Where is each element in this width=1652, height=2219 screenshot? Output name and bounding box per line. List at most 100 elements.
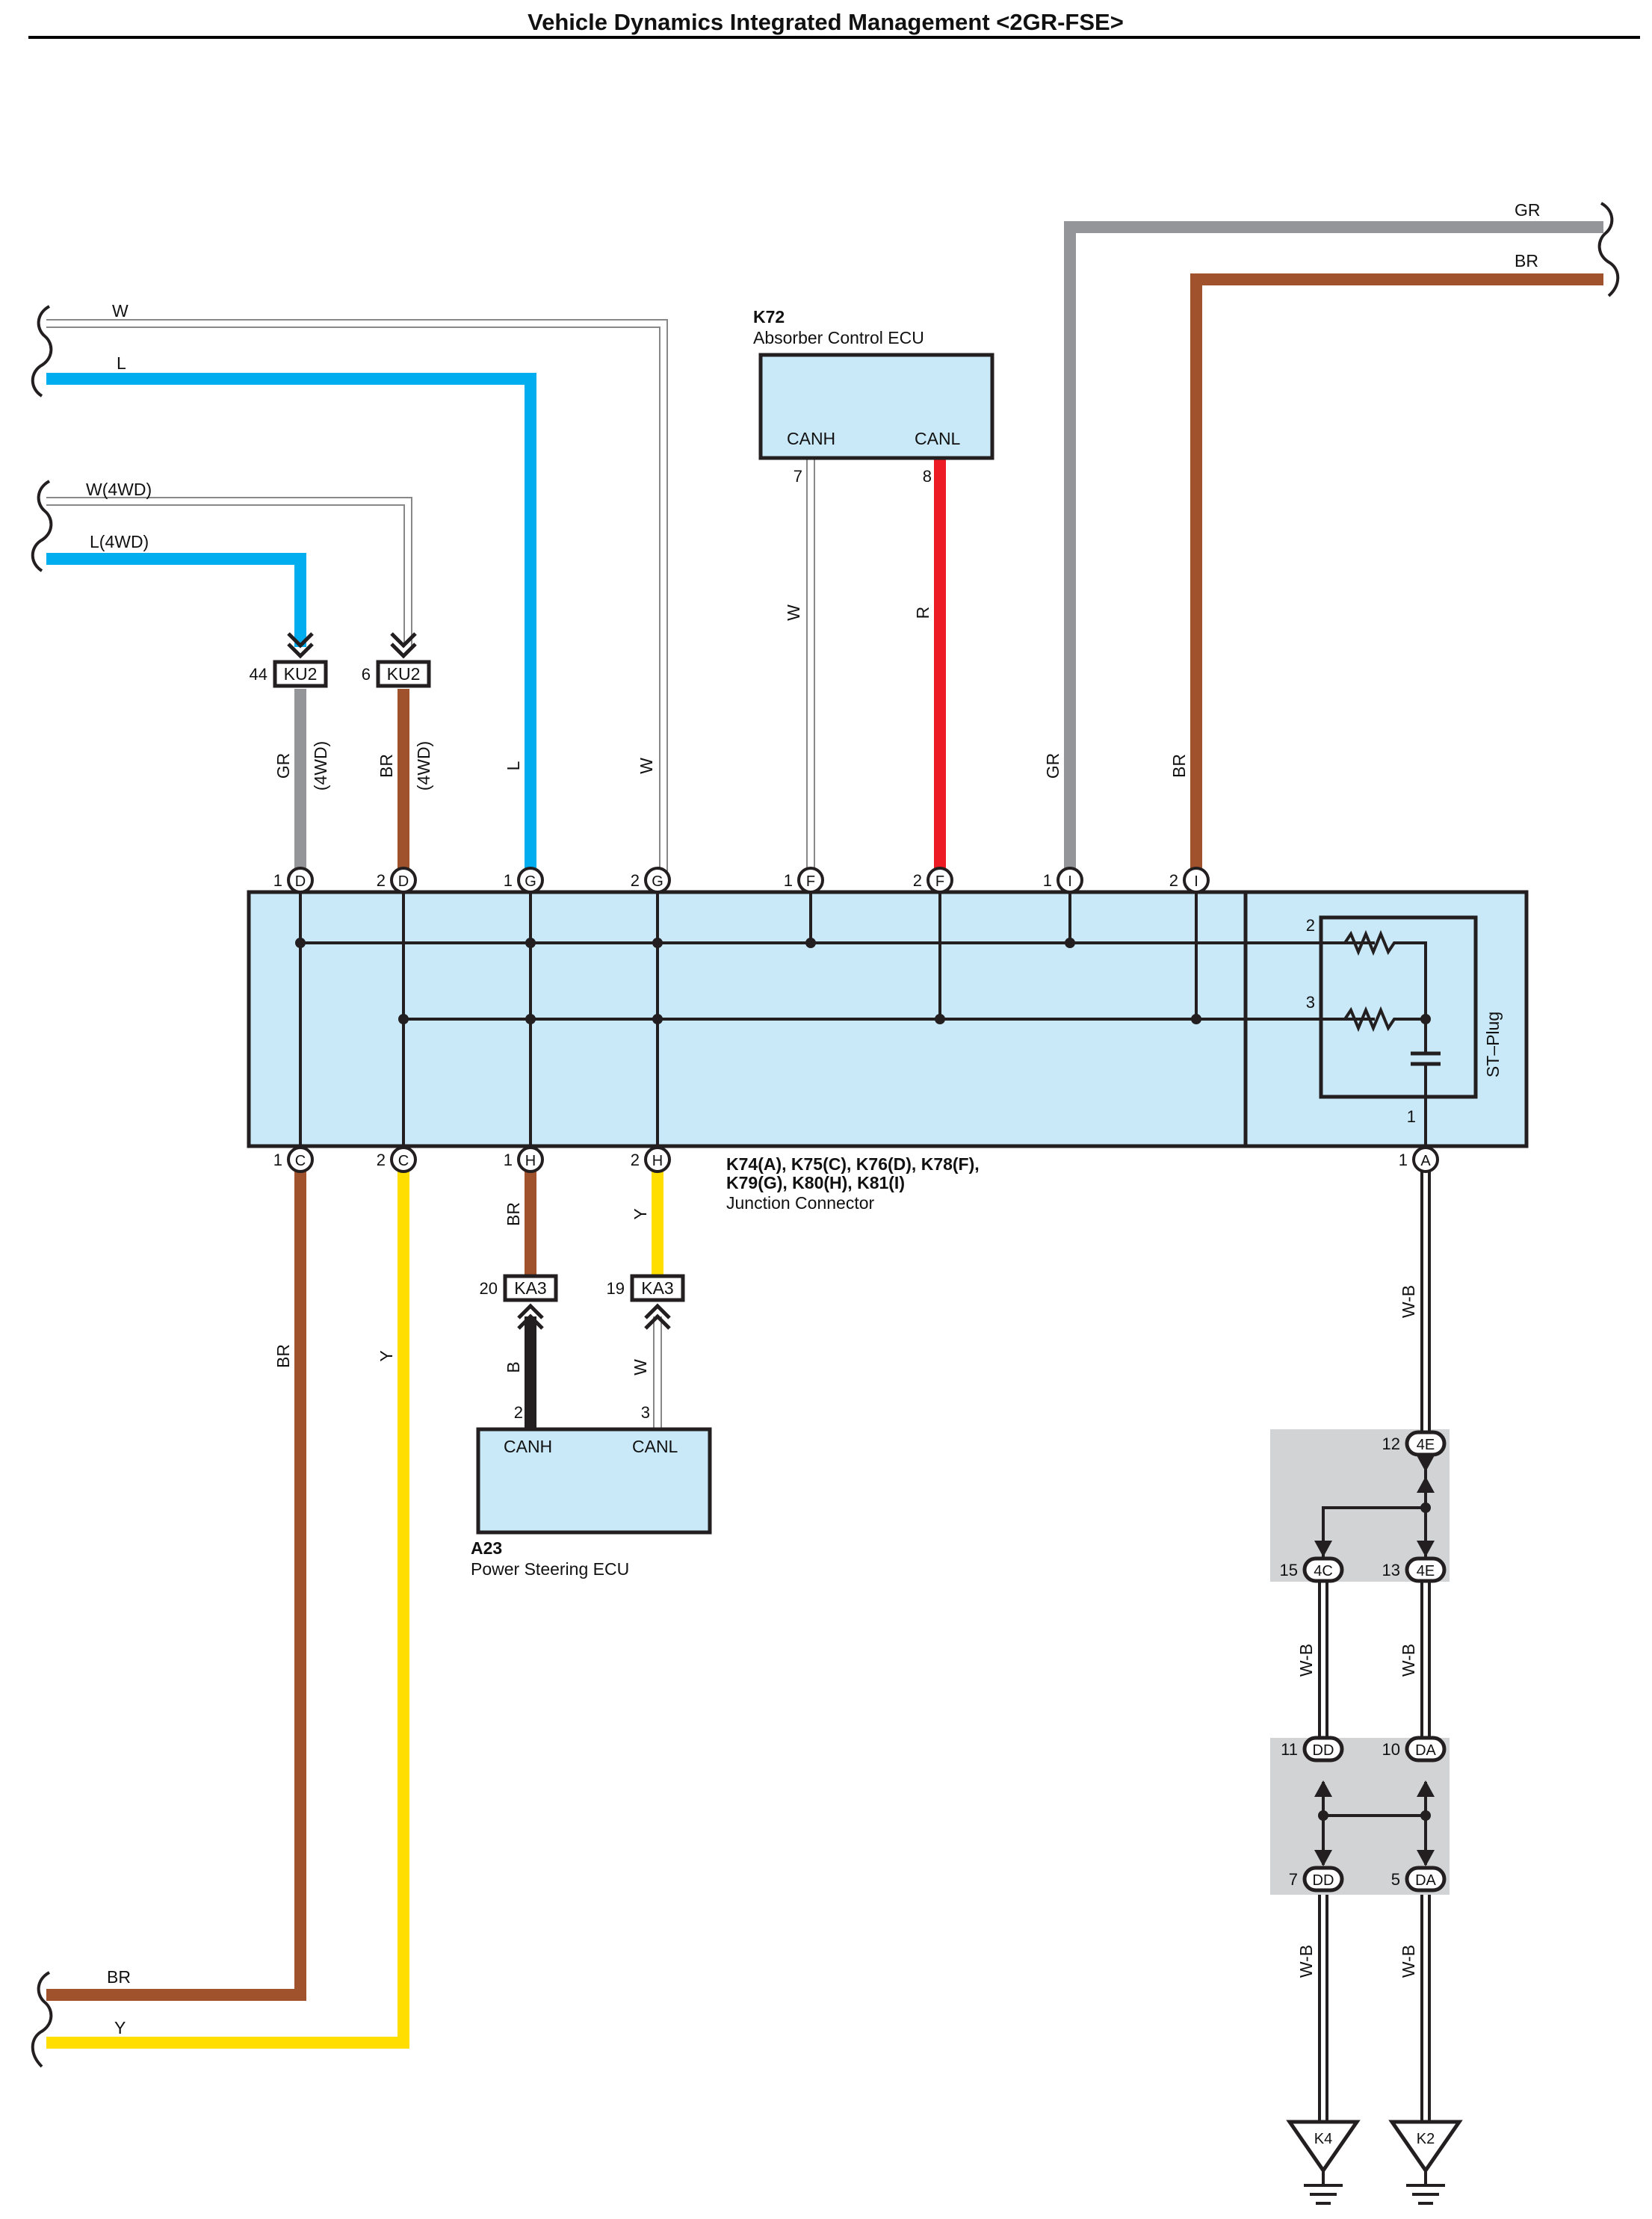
svg-text:I: I	[1068, 873, 1072, 890]
svg-text:12: 12	[1382, 1435, 1400, 1453]
svg-text:W-B: W-B	[1296, 1644, 1316, 1677]
svg-text:Y: Y	[114, 2018, 126, 2037]
connector-dd-bottom[interactable]	[1302, 1866, 1344, 1893]
k72-canl: CANL	[915, 429, 961, 448]
connector-4e-top[interactable]	[1405, 1430, 1447, 1457]
svg-text:20: 20	[480, 1279, 498, 1298]
connector-da-bottom[interactable]	[1405, 1866, 1447, 1893]
ka3-connector-19[interactable]: KA3 19	[607, 1274, 685, 1302]
svg-text:Junction Connector: Junction Connector	[726, 1193, 875, 1213]
wire-br-top-right[interactable]	[1190, 273, 1603, 880]
junction-bottom-pins: C1 C2 H1 H2 A1	[273, 1146, 1439, 1173]
svg-text:BR: BR	[107, 1967, 131, 1987]
wire-l-4wd[interactable]	[46, 553, 306, 647]
svg-text:BR: BR	[504, 1202, 523, 1226]
junction-connector[interactable]: 2 3 1 ST–Plug	[247, 890, 1529, 1157]
pin-g2[interactable]: G2	[631, 867, 671, 894]
pin-g1[interactable]: G1	[504, 867, 544, 894]
pin-d2[interactable]: D2	[377, 867, 417, 894]
svg-text:KA3: KA3	[641, 1278, 673, 1298]
pin-i2[interactable]: I2	[1169, 867, 1210, 894]
svg-text:2: 2	[1169, 871, 1178, 890]
svg-text:2: 2	[1306, 916, 1315, 935]
svg-text:K74(A), K75(C), K76(D), K78(F): K74(A), K75(C), K76(D), K78(F),	[726, 1154, 980, 1174]
svg-text:KA3: KA3	[514, 1278, 546, 1298]
svg-text:4C: 4C	[1314, 1563, 1333, 1579]
edge-wire-labels: W L W(4WD) L(4WD) GR BR BR Y	[86, 200, 1541, 2037]
svg-text:GR: GR	[1043, 753, 1062, 779]
wire-y-bottom[interactable]	[46, 1172, 409, 2049]
ku2-connector-6[interactable]: KU2 6	[362, 660, 431, 688]
svg-text:2: 2	[377, 1151, 386, 1169]
svg-text:C: C	[398, 1153, 409, 1169]
pin-a1[interactable]: A1	[1399, 1146, 1439, 1173]
svg-text:L(4WD): L(4WD)	[90, 532, 149, 551]
connector-da-top[interactable]	[1405, 1736, 1447, 1762]
svg-text:BR: BR	[1169, 754, 1189, 778]
svg-text:1: 1	[504, 1151, 513, 1169]
svg-text:2: 2	[377, 871, 386, 890]
pin-h2[interactable]: H2	[631, 1146, 671, 1173]
svg-text:W-B: W-B	[1296, 1945, 1316, 1978]
connector-dd-top[interactable]	[1302, 1736, 1344, 1762]
svg-text:C: C	[295, 1153, 306, 1169]
k72-absorber-ecu[interactable]: K72 Absorber Control ECU CANH CANL	[753, 307, 994, 460]
ka3-connector-20[interactable]: KA3 20	[480, 1274, 558, 1302]
svg-text:I: I	[1194, 873, 1198, 890]
wire-w-top-core	[46, 321, 666, 880]
pin-d1[interactable]: D1	[273, 867, 314, 894]
ground-path	[1270, 1172, 1463, 2205]
connector-arrow-icon	[1417, 1455, 1435, 1472]
wire-w-4wd[interactable]	[46, 497, 412, 647]
ground-icon	[1388, 2120, 1463, 2174]
k72-pin-canh: 7	[793, 467, 802, 486]
ground-path-labels: 4E 12 4C 15 4E 13 DD 11 DA 10 DD 7 DA 5 …	[1280, 1435, 1437, 2147]
st-plug[interactable]: 2 3 1 ST–Plug	[1306, 915, 1503, 1157]
svg-text:K2: K2	[1417, 2131, 1435, 2147]
wire-w-4wd-core	[46, 498, 411, 647]
svg-text:K4: K4	[1314, 2131, 1332, 2147]
svg-text:KU2: KU2	[284, 664, 318, 684]
connector-arrow-icon	[390, 632, 417, 659]
svg-text:GR: GR	[273, 753, 293, 779]
svg-text:15: 15	[1280, 1561, 1298, 1579]
pin-c2[interactable]: C2	[377, 1146, 417, 1173]
pin-f2[interactable]: F2	[913, 867, 953, 894]
svg-text:W-B: W-B	[1399, 1285, 1418, 1318]
junction-label: K74(A), K75(C), K76(D), K78(F), K79(G), …	[726, 1154, 980, 1213]
pin-c1[interactable]: C1	[273, 1146, 314, 1173]
ground-k2[interactable]	[1388, 2120, 1463, 2205]
wire-gr-top-right[interactable]	[1064, 221, 1603, 880]
connector-arrow-icon	[287, 632, 314, 659]
svg-text:6: 6	[362, 665, 371, 684]
svg-text:W: W	[631, 1359, 650, 1375]
svg-text:1: 1	[273, 1151, 282, 1169]
svg-text:1: 1	[1399, 1151, 1408, 1169]
connector-4e-bottom[interactable]	[1405, 1556, 1447, 1583]
connector-4c[interactable]	[1302, 1556, 1344, 1583]
pin-i1[interactable]: I1	[1043, 867, 1083, 894]
wire-w-top[interactable]	[46, 319, 668, 880]
svg-text:Y: Y	[631, 1208, 650, 1219]
ground-k4[interactable]	[1286, 2120, 1361, 2205]
wire-br-bottom[interactable]	[46, 1172, 306, 2001]
wire-l-top[interactable]	[46, 373, 536, 880]
ku2-arrows	[287, 632, 417, 659]
svg-text:BR: BR	[377, 754, 396, 778]
ku2-connector-44[interactable]: KU2 44	[250, 660, 328, 688]
k72-name: Absorber Control ECU	[753, 328, 924, 347]
pin-f1[interactable]: F1	[784, 867, 824, 894]
wb-wires[interactable]	[1318, 1172, 1431, 2122]
svg-text:BR: BR	[1515, 251, 1538, 270]
k72-pin-canl: 8	[923, 467, 932, 486]
svg-text:5: 5	[1391, 1870, 1400, 1889]
a23-power-steering-ecu[interactable]: CANH CANL A23 Power Steering ECU	[471, 1427, 712, 1579]
svg-text:4E: 4E	[1417, 1437, 1435, 1453]
svg-text:D: D	[295, 873, 306, 890]
svg-text:DA: DA	[1415, 1872, 1436, 1889]
resistor-icon	[1343, 1006, 1426, 1033]
k72-wire-r-label: R	[913, 607, 932, 619]
svg-text:H: H	[525, 1153, 536, 1169]
pin-h1[interactable]: H1	[504, 1146, 544, 1173]
svg-text:10: 10	[1382, 1740, 1400, 1759]
